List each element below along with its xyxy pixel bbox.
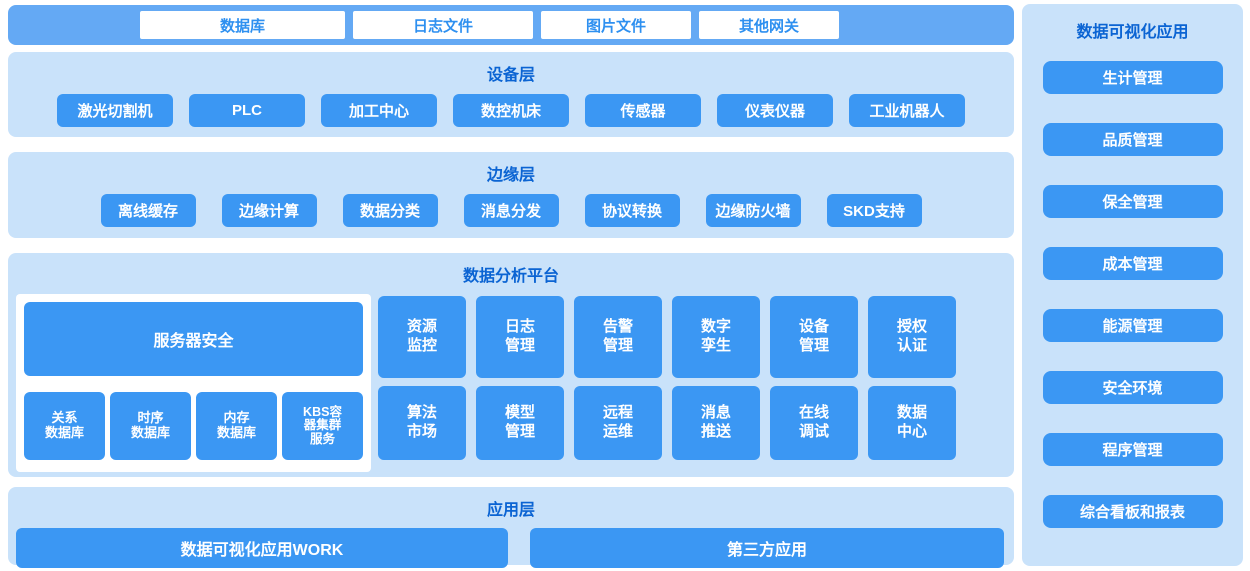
node-digital-twin[interactable]: 数字 孪生 bbox=[672, 296, 760, 378]
platform-title: 数据分析平台 bbox=[462, 268, 559, 285]
database-row: 关系 数据库 时序 数据库 内存 数据库 KBS容 器集群 服务 bbox=[24, 392, 363, 460]
node-resource-monitor[interactable]: 资源 监控 bbox=[378, 296, 466, 378]
node-remote-ops[interactable]: 远程 运维 bbox=[574, 386, 662, 460]
sidebar-item-dashboard[interactable]: 综合看板和报表 bbox=[1042, 495, 1223, 528]
node-log-mgmt[interactable]: 日志 管理 bbox=[476, 296, 564, 378]
node-skd-support[interactable]: SKD支持 bbox=[826, 194, 922, 227]
node-cnc-machine[interactable]: 数控机床 bbox=[453, 94, 569, 127]
node-online-debug[interactable]: 在线 调试 bbox=[770, 386, 858, 460]
sidebar-title: 数据可视化应用 bbox=[1076, 24, 1189, 41]
node-sensor[interactable]: 传感器 bbox=[585, 94, 701, 127]
node-model-mgmt[interactable]: 模型 管理 bbox=[476, 386, 564, 460]
device-layer-title: 设备层 bbox=[486, 67, 535, 84]
data-source-strip: 数据库 日志文件 图片文件 其他网关 bbox=[8, 5, 1014, 45]
node-data-classify[interactable]: 数据分类 bbox=[342, 194, 438, 227]
node-offline-cache[interactable]: 离线缓存 bbox=[100, 194, 196, 227]
app-layer-row: 数据可视化应用WORK 第三方应用 bbox=[8, 528, 1014, 568]
platform-panel: 数据分析平台 服务器安全 关系 数据库 时序 数据库 内存 数据库 KBS容 器… bbox=[8, 253, 1014, 477]
node-edge-computing[interactable]: 边缘计算 bbox=[221, 194, 317, 227]
node-timeseries-db[interactable]: 时序 数据库 bbox=[110, 392, 191, 460]
sidebar-item-cost-mgmt[interactable]: 成本管理 bbox=[1042, 247, 1223, 280]
sidebar-item-program-mgmt[interactable]: 程序管理 bbox=[1042, 433, 1223, 466]
edge-layer-title: 边缘层 bbox=[486, 167, 535, 184]
node-data-center[interactable]: 数据 中心 bbox=[868, 386, 956, 460]
app-layer-panel: 应用层 数据可视化应用WORK 第三方应用 bbox=[8, 487, 1014, 568]
source-box-database[interactable]: 数据库 bbox=[140, 11, 345, 39]
edge-layer-row: 离线缓存 边缘计算 数据分类 消息分发 协议转换 边缘防火墙 SKD支持 bbox=[8, 194, 1014, 227]
node-protocol-convert[interactable]: 协议转换 bbox=[584, 194, 680, 227]
device-layer-panel: 设备层 激光切割机 PLC 加工中心 数控机床 传感器 仪表仪器 工业机器人 bbox=[8, 52, 1014, 137]
platform-module-grid: 资源 监控 日志 管理 告警 管理 数字 孪生 设备 管理 授权 认证 算法 市… bbox=[378, 296, 956, 472]
node-edge-firewall[interactable]: 边缘防火墙 bbox=[705, 194, 801, 227]
platform-content: 服务器安全 关系 数据库 时序 数据库 内存 数据库 KBS容 器集群 服务 资… bbox=[8, 294, 1014, 472]
node-data-viz-work[interactable]: 数据可视化应用WORK bbox=[16, 528, 508, 568]
node-instruments[interactable]: 仪表仪器 bbox=[717, 94, 833, 127]
node-server-security[interactable]: 服务器安全 bbox=[24, 302, 363, 376]
edge-layer-panel: 边缘层 离线缓存 边缘计算 数据分类 消息分发 协议转换 边缘防火墙 SKD支持 bbox=[8, 152, 1014, 238]
server-group-box: 服务器安全 关系 数据库 时序 数据库 内存 数据库 KBS容 器集群 服务 bbox=[16, 294, 371, 472]
node-device-mgmt[interactable]: 设备 管理 bbox=[770, 296, 858, 378]
node-message-push[interactable]: 消息 推送 bbox=[672, 386, 760, 460]
sidebar-item-safety-env[interactable]: 安全环境 bbox=[1042, 371, 1223, 404]
node-plc[interactable]: PLC bbox=[189, 94, 305, 127]
sidebar-item-quality-mgmt[interactable]: 品质管理 bbox=[1042, 123, 1223, 156]
source-box-log-files[interactable]: 日志文件 bbox=[353, 11, 533, 39]
source-box-image-files[interactable]: 图片文件 bbox=[541, 11, 691, 39]
sidebar-buttons: 生计管理 品质管理 保全管理 成本管理 能源管理 安全环境 程序管理 综合看板和… bbox=[1042, 61, 1223, 528]
node-alert-mgmt[interactable]: 告警 管理 bbox=[574, 296, 662, 378]
node-laser-cutter[interactable]: 激光切割机 bbox=[57, 94, 173, 127]
device-layer-row: 激光切割机 PLC 加工中心 数控机床 传感器 仪表仪器 工业机器人 bbox=[8, 94, 1014, 127]
node-industrial-robot[interactable]: 工业机器人 bbox=[849, 94, 965, 127]
data-viz-sidebar: 数据可视化应用 生计管理 品质管理 保全管理 成本管理 能源管理 安全环境 程序… bbox=[1022, 4, 1243, 566]
node-kbs-container[interactable]: KBS容 器集群 服务 bbox=[282, 392, 363, 460]
sidebar-item-maintenance[interactable]: 保全管理 bbox=[1042, 185, 1223, 218]
sidebar-item-production-mgmt[interactable]: 生计管理 bbox=[1042, 61, 1223, 94]
node-relational-db[interactable]: 关系 数据库 bbox=[24, 392, 105, 460]
node-third-party-app[interactable]: 第三方应用 bbox=[530, 528, 1004, 568]
source-box-other-gateway[interactable]: 其他网关 bbox=[699, 11, 839, 39]
node-algo-market[interactable]: 算法 市场 bbox=[378, 386, 466, 460]
sidebar-item-energy-mgmt[interactable]: 能源管理 bbox=[1042, 309, 1223, 342]
node-machining-center[interactable]: 加工中心 bbox=[321, 94, 437, 127]
node-inmemory-db[interactable]: 内存 数据库 bbox=[196, 392, 277, 460]
node-message-dispatch[interactable]: 消息分发 bbox=[463, 194, 559, 227]
app-layer-title: 应用层 bbox=[486, 502, 535, 519]
node-auth[interactable]: 授权 认证 bbox=[868, 296, 956, 378]
